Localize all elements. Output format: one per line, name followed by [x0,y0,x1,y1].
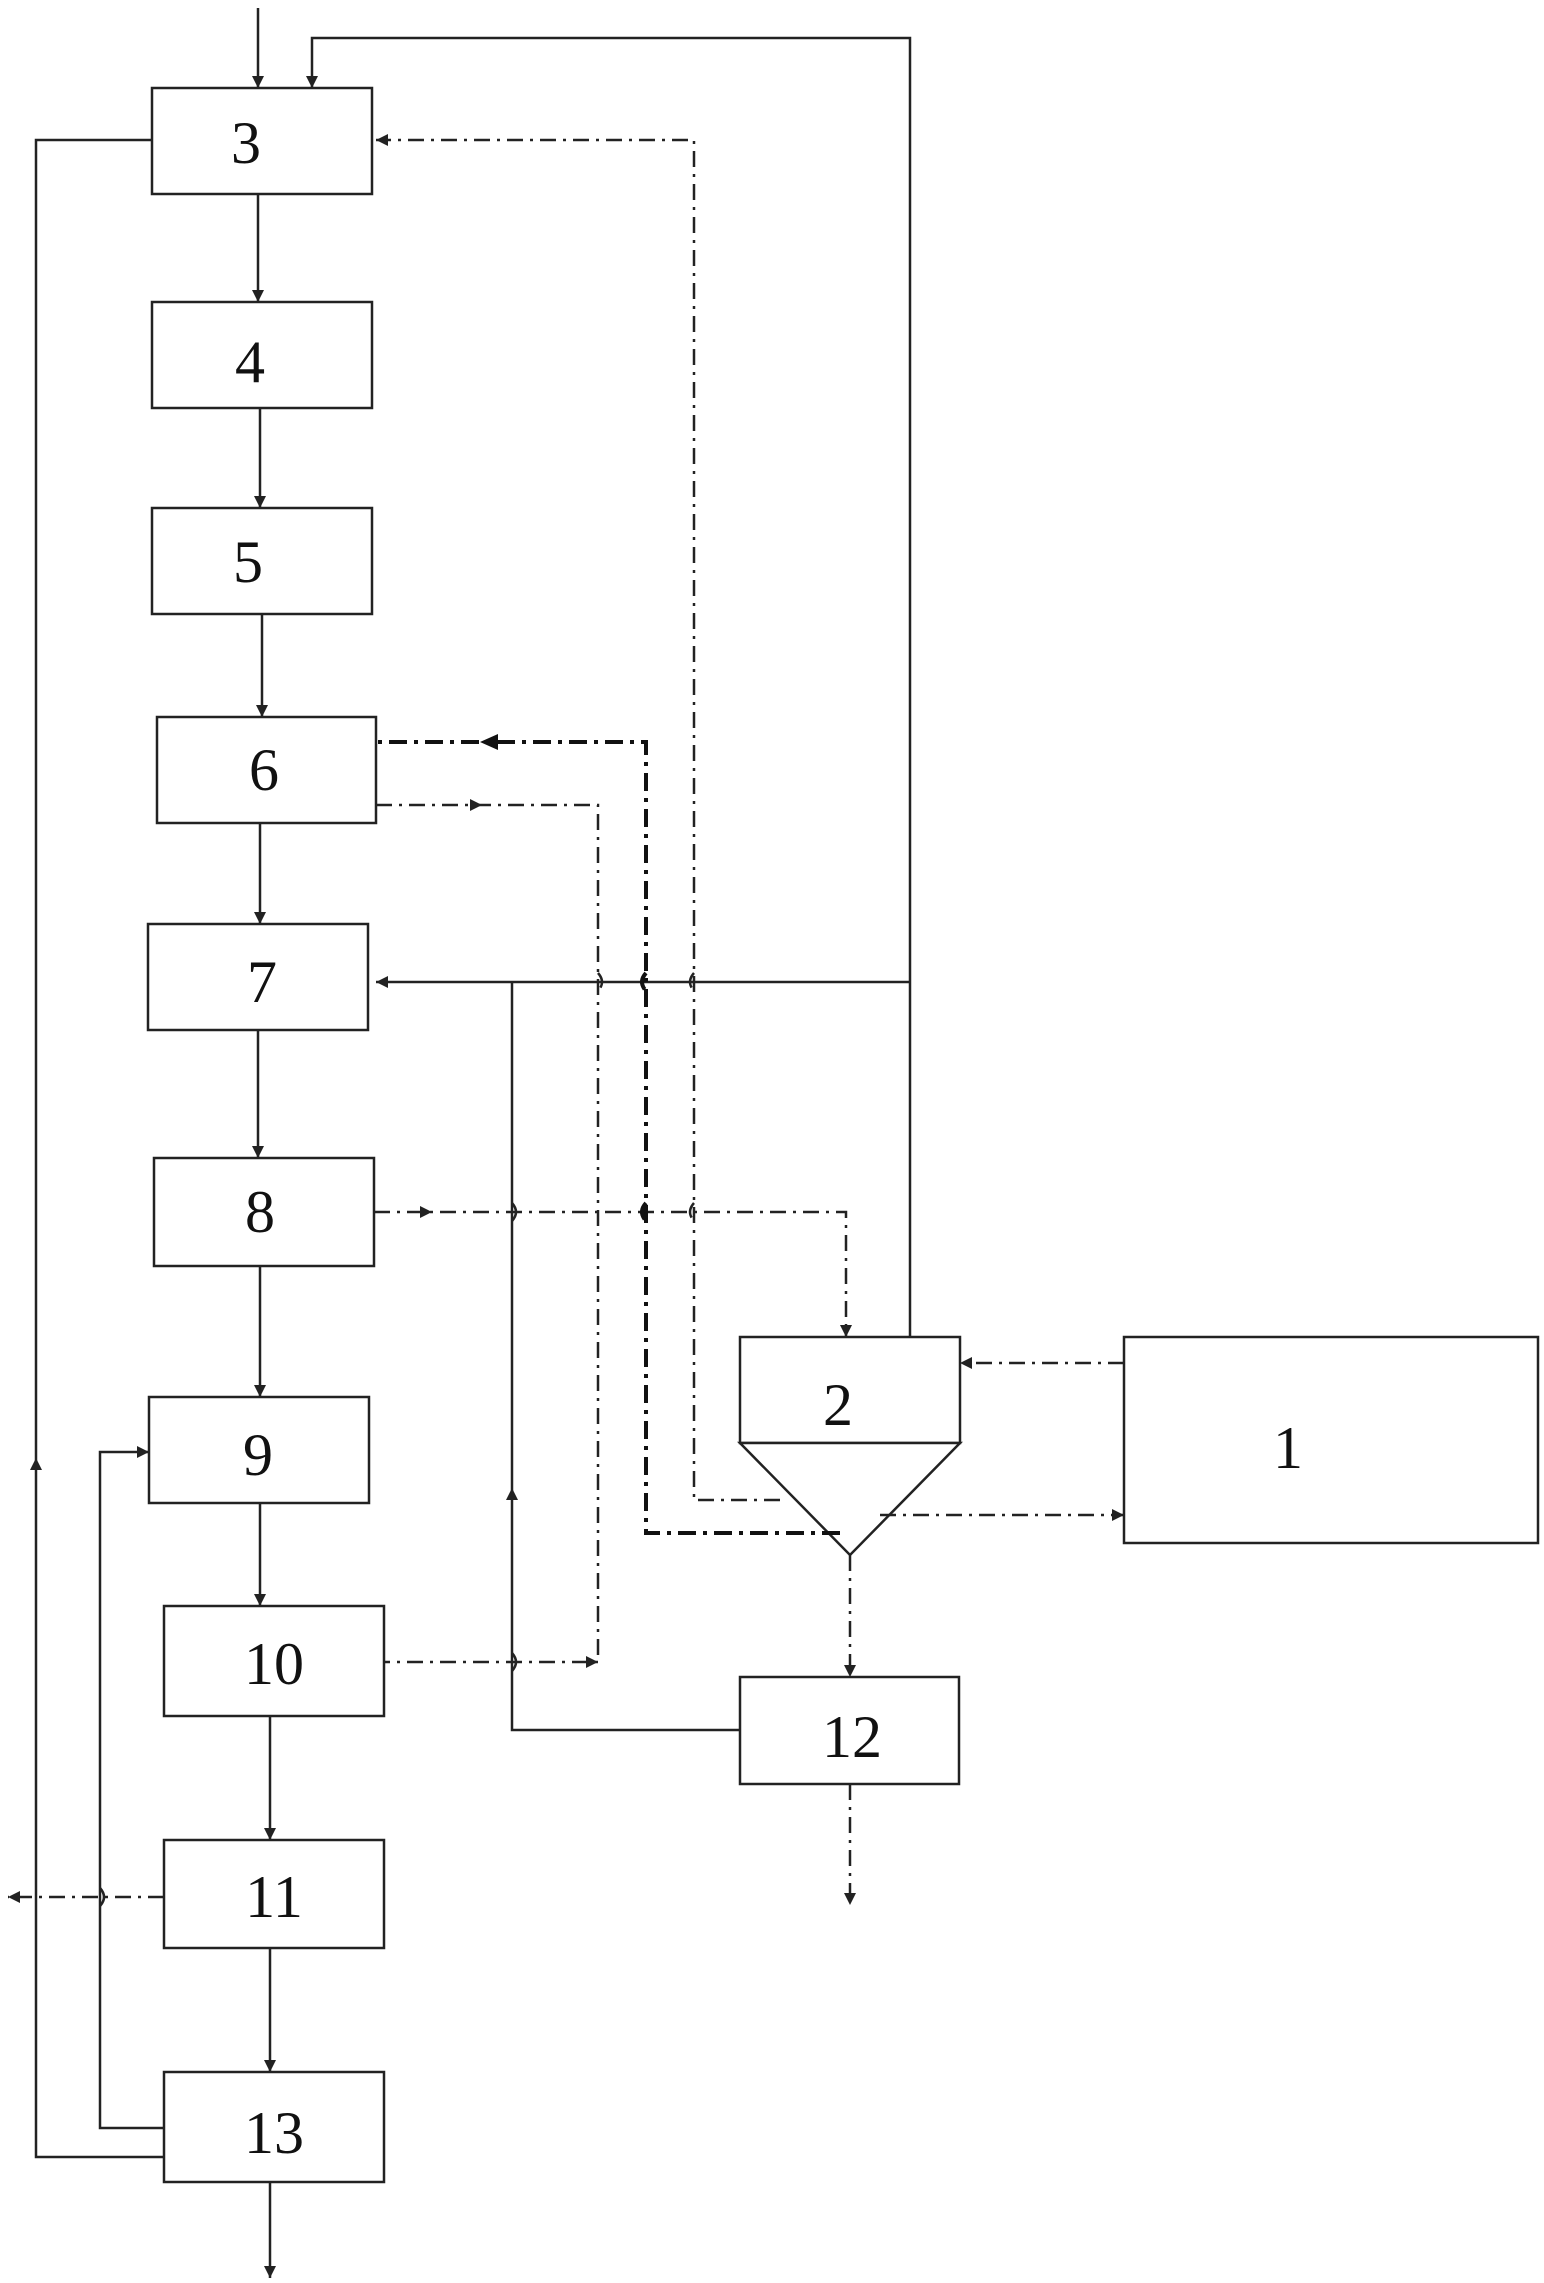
box-4: 4 [150,300,374,410]
box-1-label: 1 [1273,1415,1303,1481]
box-2-label: 2 [823,1372,853,1438]
box-3-label: 3 [231,110,261,176]
box-7-label: 7 [247,949,277,1015]
box-12-label: 12 [822,1704,882,1770]
box-13: 13 [162,2070,386,2184]
box-4-label: 4 [235,329,265,395]
box-12: 12 [738,1675,961,1786]
box-6: 6 [155,715,378,825]
box-7: 7 [146,922,370,1032]
box-6-label: 6 [249,737,279,803]
box-8: 8 [152,1156,376,1268]
box-9-label: 9 [243,1422,273,1488]
box-8-label: 8 [245,1179,275,1245]
main-flow-lines [252,8,856,2278]
box-3: 3 [150,86,374,196]
box-2-hopper: 2 [737,1335,963,1557]
recycle-lines [8,36,1124,2159]
box-13-label: 13 [244,2100,304,2166]
box-11-label: 11 [245,1864,303,1930]
box-9: 9 [147,1395,371,1505]
box-5-label: 5 [233,529,263,595]
box-1: 1 [1122,1335,1540,1545]
box-10: 10 [162,1604,386,1718]
box-10-label: 10 [244,1631,304,1697]
box-5: 5 [150,506,374,616]
box-11: 11 [162,1838,386,1950]
